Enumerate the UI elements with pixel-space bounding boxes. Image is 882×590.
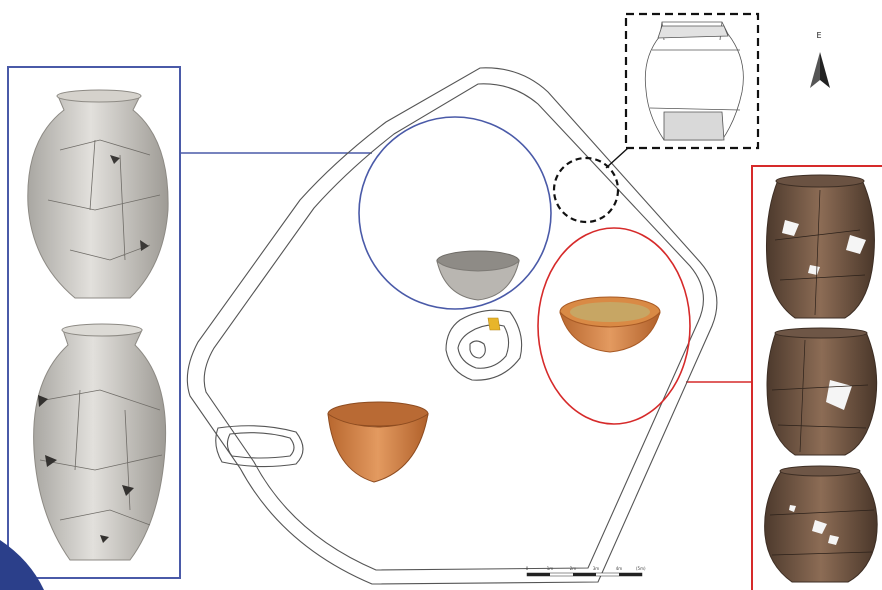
jar-drawing-icon — [644, 21, 744, 141]
scale-tick-3: 3m — [593, 566, 600, 571]
scale-tick-2: 2m — [570, 566, 577, 571]
north-label: E — [816, 31, 821, 40]
blue-group-circle — [358, 116, 552, 310]
brown-pot-icon — [764, 465, 878, 583]
detail-group-circle — [552, 156, 620, 224]
brown-pot-panel — [686, 165, 882, 590]
kiln-plan-outline — [186, 67, 718, 585]
scale-tick-4: 4m — [616, 566, 623, 571]
detail-leader-line — [605, 147, 629, 169]
bowl-icon — [436, 250, 520, 301]
bowl-icon — [327, 401, 429, 483]
corner-decoration — [0, 540, 44, 590]
yellow-marker — [487, 317, 501, 331]
jar-drawing-panel — [624, 12, 760, 150]
grey-jar-panel — [7, 66, 372, 579]
grey-jar-icon — [27, 89, 169, 299]
bowl-icon — [559, 296, 661, 353]
brown-pot-icon — [765, 174, 875, 319]
scale-bar: 0 1m 2m 3m 4m (5m) — [526, 566, 646, 577]
scale-tick-0: 0 — [526, 566, 529, 571]
grey-jar-icon — [33, 323, 167, 561]
red-group-circle — [537, 227, 691, 425]
scale-unit-note: (5m) — [636, 566, 646, 571]
brown-pot-icon — [766, 327, 878, 456]
scale-tick-1: 1m — [547, 566, 554, 571]
north-arrow-icon: E — [810, 31, 830, 88]
